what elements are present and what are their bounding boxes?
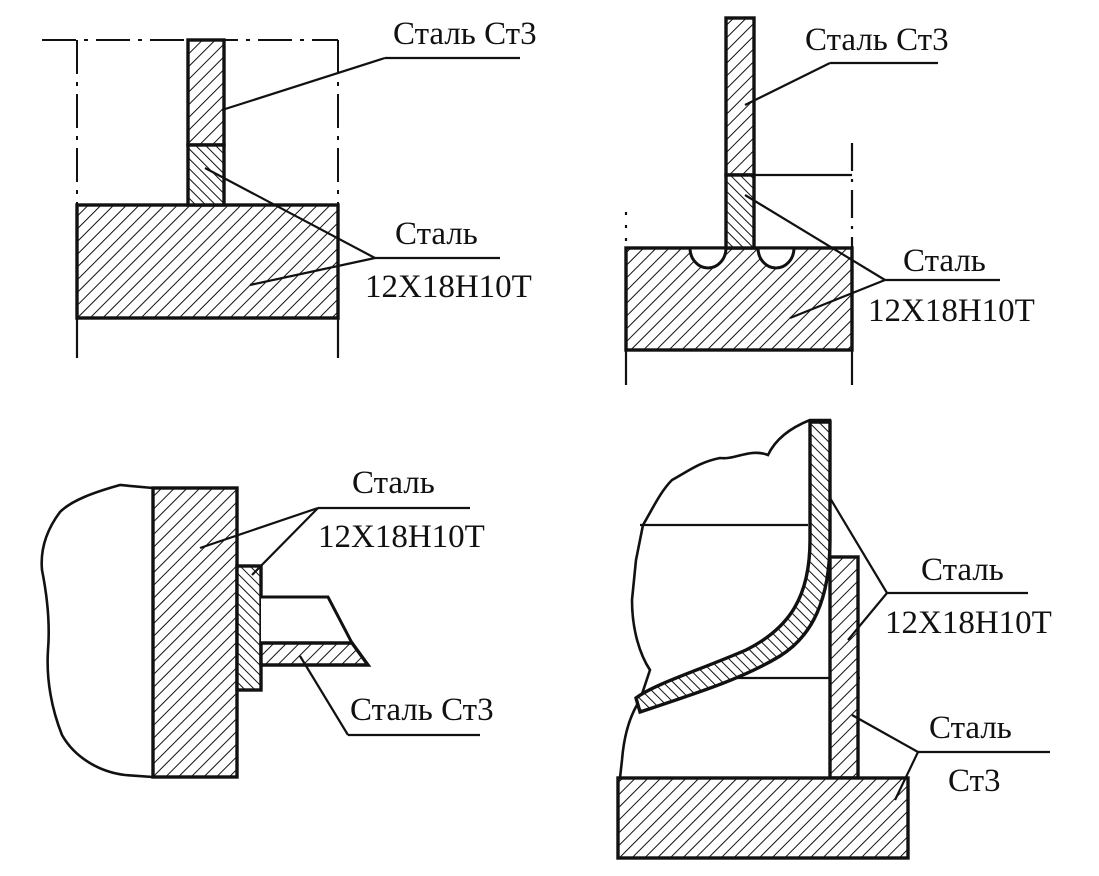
joint-bottom-left: Сталь 12Х18Н10Т Сталь Ст3 [40,465,494,779]
label-steel: Сталь [921,552,1004,588]
label-steel-st3: Сталь Ст3 [350,692,494,728]
pipe-wall-st3 [259,641,372,667]
leader-st3 [744,62,831,106]
label-steel: Сталь [352,465,435,501]
label-steel: Сталь [903,243,986,279]
label-steel-st3: Сталь Ст3 [393,16,537,52]
leader-plate [249,256,376,287]
label-st3: Ст3 [948,763,1001,799]
label-grade: 12Х18Н10Т [885,605,1052,641]
wall-st3 [724,16,756,177]
pipe-bore [261,595,355,645]
joint-bottom-right: Сталь 12Х18Н10Т Сталь Ст3 [616,418,1052,860]
base-plate-12x18n10t [75,203,340,320]
label-grade: 12Х18Н10Т [318,519,485,555]
leader-st3-b [894,751,919,801]
leader-wall [199,506,319,550]
leader-insert [744,194,886,281]
leader-insert [204,167,376,259]
label-steel-2: Сталь [929,710,1012,746]
leader-st3-a [851,714,919,753]
joint-top-left: Сталь Ст3 Сталь 12Х18Н10Т [42,16,537,358]
label-grade: 12Х18Н10Т [365,269,532,305]
weld-groove-right [756,246,796,270]
weld-groove-left [688,246,728,270]
curved-liner-12x18n10t [634,420,832,715]
leader-plate [789,278,886,320]
leader-liner [829,497,888,594]
leader-ring [251,507,319,576]
wall-st3 [186,38,226,147]
base-plate-st3 [616,776,910,860]
leader-st3 [299,655,349,736]
joint-top-right: Сталь Ст3 Сталь 12Х18Н10Т [624,16,1035,385]
base-plate-12x18n10t [624,246,854,352]
leader-st3 [221,56,386,112]
leader-strip [847,592,888,641]
wall-break-contour [40,483,155,779]
thick-wall-12x18n10t [151,486,239,779]
transition-insert-12x18n10t [724,173,756,250]
transition-strip [828,555,860,780]
label-steel-st3: Сталь Ст3 [805,22,949,58]
transition-ring [235,564,263,692]
label-grade: 12Х18Н10Т [868,293,1035,329]
label-steel: Сталь [395,216,478,252]
